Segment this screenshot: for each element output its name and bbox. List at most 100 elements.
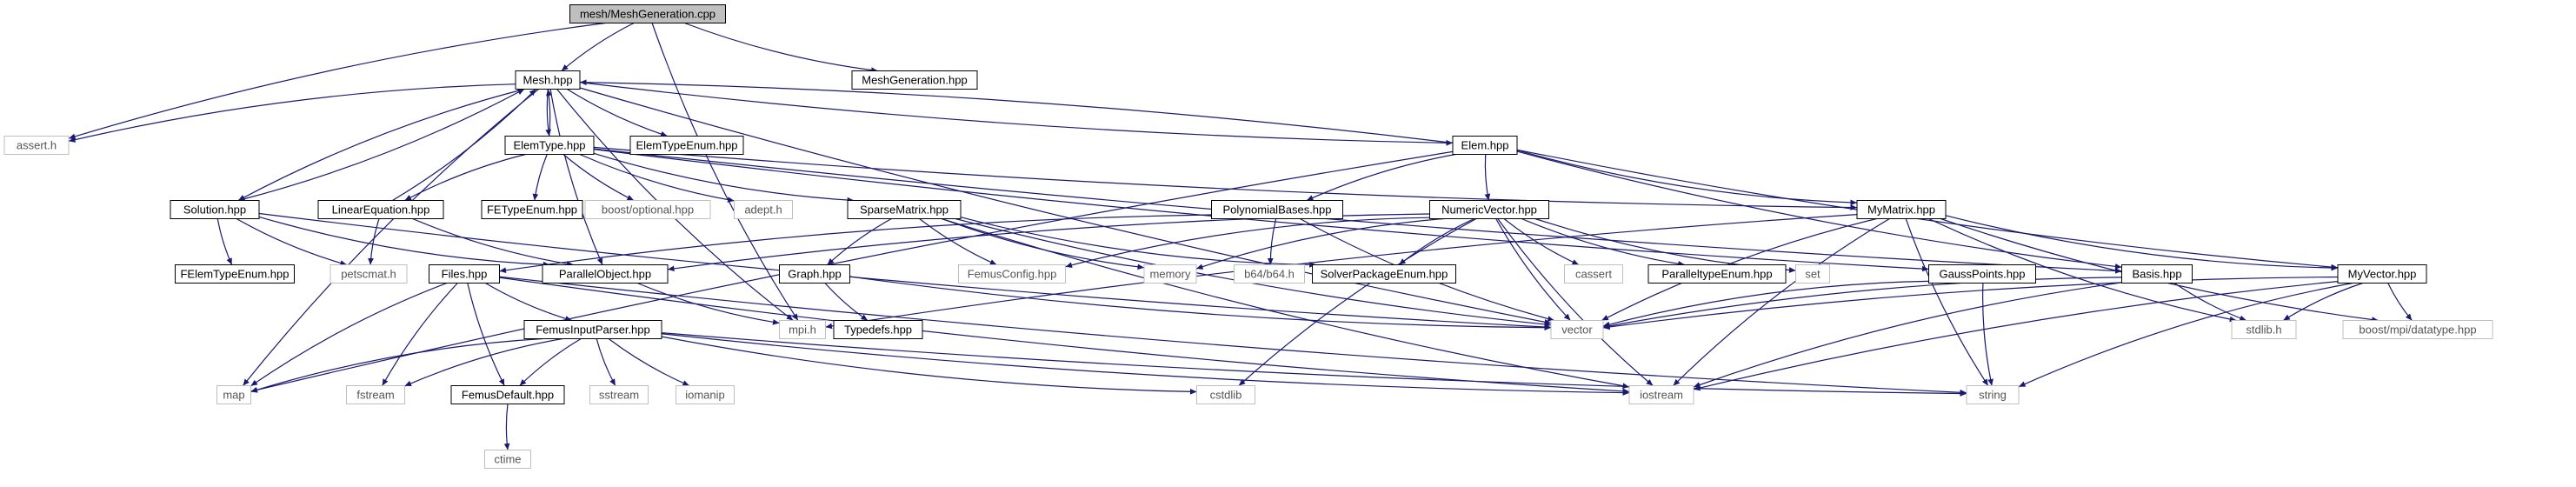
- node-label: memory: [1150, 268, 1191, 281]
- node-petscmat-h: petscmat.h: [329, 264, 408, 284]
- node-box: [1795, 264, 1830, 284]
- node-label: sstream: [599, 389, 639, 402]
- edge-gausspoints-hpp-to-vector: [1602, 280, 1929, 328]
- node-fetypeenum-hpp[interactable]: FETypeEnum.hpp: [481, 200, 583, 219]
- edge-elemtype-hpp-to-adept-h: [579, 153, 735, 203]
- node-box: [734, 200, 793, 219]
- node-box: [847, 200, 962, 219]
- node-box: [1647, 264, 1787, 284]
- edge-femusdefault-hpp-to-ctime: [503, 404, 510, 450]
- node-box: [584, 200, 711, 219]
- edge-elemtype-hpp-to-boost-optional-hpp: [562, 154, 635, 202]
- node-label: ParalleltypeEnum.hpp: [1661, 268, 1772, 281]
- node-sparsematrix-hpp[interactable]: SparseMatrix.hpp: [847, 200, 962, 219]
- node-felemtypeenum-hpp[interactable]: FElemTypeEnum.hpp: [175, 264, 295, 284]
- node-label: iostream: [1640, 389, 1683, 402]
- node-label: adept.h: [744, 203, 782, 217]
- node-box: [676, 385, 735, 404]
- node-label: Elem.hpp: [1461, 139, 1509, 152]
- node-myvector-hpp[interactable]: MyVector.hpp: [2337, 264, 2427, 284]
- edge-mesh-hpp-to-vector: [579, 87, 1552, 325]
- node-box: [481, 200, 583, 219]
- edge-mesh-hpp-to-elemtypeenum-hpp: [567, 88, 668, 137]
- edge-elemtype-hpp-to-mymatrix-hpp: [593, 146, 1858, 210]
- node-numericvector-hpp[interactable]: NumericVector.hpp: [1429, 200, 1549, 219]
- node-paralleltypeenum-hpp[interactable]: ParalleltypeEnum.hpp: [1647, 264, 1787, 284]
- node-femusinputparser-hpp[interactable]: FemusInputParser.hpp: [523, 320, 662, 339]
- node-gausspoints-hpp[interactable]: GaussPoints.hpp: [1928, 264, 2036, 284]
- edge-solution-hpp-to-mesh-hpp: [237, 88, 525, 202]
- edge-files-hpp-to-fstream: [382, 283, 458, 386]
- node-label: Graph.hpp: [788, 268, 841, 281]
- node-label: mpi.h: [789, 324, 816, 337]
- node-adept-h: adept.h: [734, 200, 793, 219]
- node-mesh-meshgeneration-cpp[interactable]: mesh/MeshGeneration.cpp: [569, 4, 726, 23]
- edge-elem-hpp-to-mymatrix-hpp: [1516, 150, 1858, 206]
- edge-solution-hpp-to-parallelobject-hpp: [258, 216, 550, 268]
- node-solverpackageenum-hpp[interactable]: SolverPackageEnum.hpp: [1312, 264, 1456, 284]
- node-solution-hpp[interactable]: Solution.hpp: [170, 200, 260, 219]
- edge-mymatrix-hpp-to-vector: [1601, 217, 1877, 322]
- node-box: [1856, 200, 1947, 219]
- node-basis-hpp[interactable]: Basis.hpp: [2121, 264, 2193, 284]
- node-label: SolverPackageEnum.hpp: [1321, 268, 1448, 281]
- edge-elem-hpp-to-numericvector-hpp: [1484, 154, 1491, 201]
- edge-polynomialbases-hpp-to-b64-b64-h: [1267, 218, 1277, 265]
- node-label: vector: [1561, 324, 1593, 337]
- node-label: SparseMatrix.hpp: [860, 203, 949, 217]
- node-label: ParallelObject.hpp: [559, 268, 651, 281]
- edge-mesh-hpp-to-solution-hpp: [237, 88, 525, 202]
- node-mesh-hpp[interactable]: Mesh.hpp: [515, 70, 581, 90]
- node-label: map: [223, 389, 244, 402]
- node-map: map: [216, 385, 251, 404]
- node-label: PolynomialBases.hpp: [1222, 203, 1331, 217]
- node-box: [1550, 320, 1604, 339]
- edge-polynomialbases-hpp-to-files-hpp: [499, 214, 1212, 274]
- node-box: [779, 264, 850, 284]
- node-label: FETypeEnum.hpp: [487, 203, 577, 217]
- node-graph-hpp[interactable]: Graph.hpp: [779, 264, 850, 284]
- node-elemtype-hpp[interactable]: ElemType.hpp: [504, 136, 595, 155]
- node-box: [2121, 264, 2193, 284]
- node-box: [1312, 264, 1456, 284]
- edge-elem-hpp-to-map: [250, 150, 1454, 393]
- node-vector: vector: [1550, 320, 1604, 339]
- node-box: [1966, 385, 2020, 404]
- edge-numericvector-hpp-to-femusconfig-hpp: [1065, 217, 1430, 269]
- node-meshgeneration-hpp[interactable]: MeshGeneration.hpp: [851, 70, 978, 90]
- edge-elemtype-hpp-to-mesh-hpp: [546, 89, 552, 137]
- node-box: [542, 264, 669, 284]
- node-polynomialbases-hpp[interactable]: PolynomialBases.hpp: [1211, 200, 1343, 219]
- node-elemtypeenum-hpp[interactable]: ElemTypeEnum.hpp: [629, 136, 744, 155]
- node-box: [629, 136, 744, 155]
- node-femusdefault-hpp[interactable]: FemusDefault.hpp: [450, 385, 565, 404]
- node-box: [216, 385, 251, 404]
- edge-gausspoints-hpp-to-string: [1982, 283, 1994, 386]
- node-parallelobject-hpp[interactable]: ParallelObject.hpp: [542, 264, 669, 284]
- node-b64-b64-h: b64/b64.h: [1234, 264, 1305, 284]
- node-cassert: cassert: [1564, 264, 1623, 284]
- edge-elemtype-hpp-to-fetypeenum-hpp: [532, 154, 548, 201]
- node-box: [484, 450, 531, 469]
- edge-femusinputparser-hpp-to-cstdlib: [661, 336, 1197, 395]
- node-label: Basis.hpp: [2132, 268, 2181, 281]
- edge-mesh-meshgeneration-cpp-to-mpi-h: [651, 23, 799, 321]
- edge-myvector-hpp-to-boost-mpi-datatype-hpp: [2387, 283, 2413, 321]
- node-linearequation-hpp[interactable]: LinearEquation.hpp: [317, 200, 444, 219]
- node-elem-hpp[interactable]: Elem.hpp: [1452, 136, 1518, 155]
- node-sstream: sstream: [589, 385, 649, 404]
- edge-basis-hpp-to-iostream: [1693, 282, 2122, 388]
- node-typedefs-hpp[interactable]: Typedefs.hpp: [833, 320, 923, 339]
- node-box: [1211, 200, 1343, 219]
- node-label: Solution.hpp: [183, 203, 246, 217]
- node-label: ElemTypeEnum.hpp: [636, 139, 737, 152]
- node-mymatrix-hpp[interactable]: MyMatrix.hpp: [1856, 200, 1947, 219]
- node-label: petscmat.h: [341, 268, 396, 281]
- edge-mymatrix-hpp-to-stdlib-h: [1928, 217, 2237, 323]
- node-label: assert.h: [17, 139, 57, 152]
- edge-myvector-hpp-to-stdlib-h: [2282, 282, 2363, 322]
- node-box: [1196, 385, 1255, 404]
- node-box: [2231, 320, 2297, 339]
- node-files-hpp[interactable]: Files.hpp: [429, 264, 500, 284]
